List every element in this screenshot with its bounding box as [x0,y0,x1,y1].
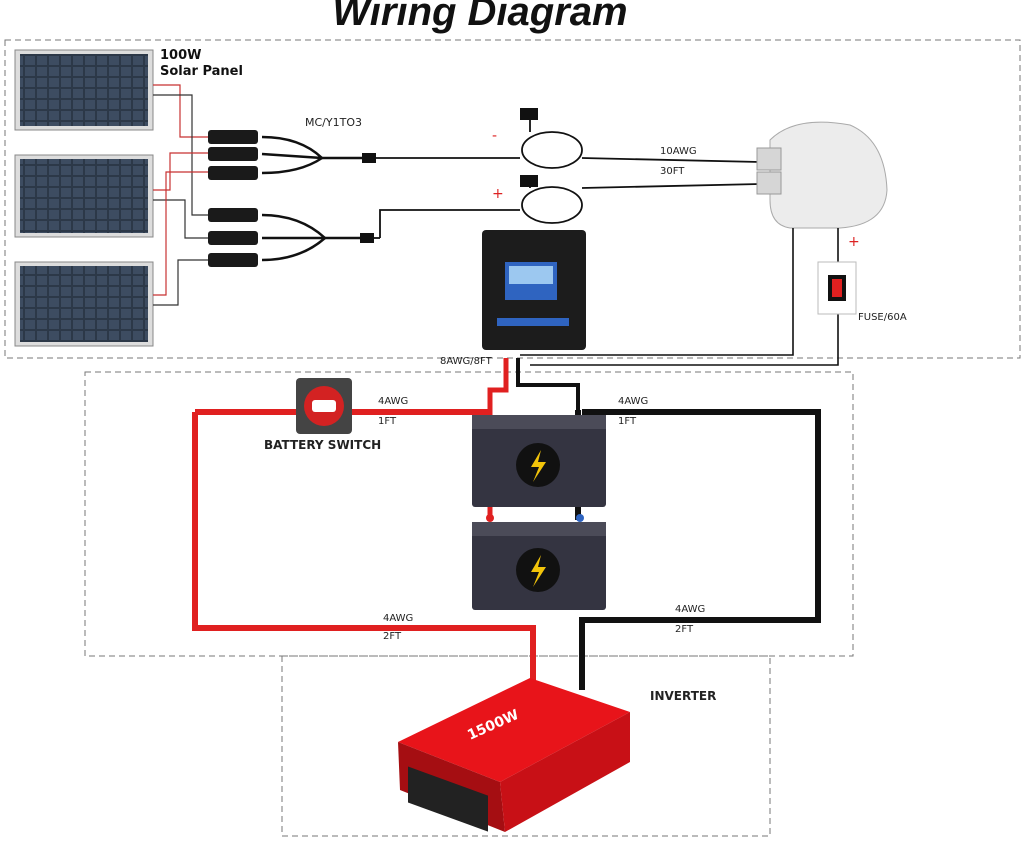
solar-panel-label: 100W Solar Panel [160,48,243,80]
inverter-section-border [281,655,771,837]
inverter-neg-gauge: 4AWG [675,604,706,615]
cable-entry-gland [756,121,888,229]
inverter-pos-gauge: 4AWG [383,613,414,624]
switch-cable-length: 1FT [378,416,397,427]
branch-plug-pos [360,233,374,243]
neg-link-gauge: 4AWG [618,396,649,407]
pv-cable-length: 30FT [660,166,685,177]
solar-panel-1 [14,49,154,131]
branch-connector-cables [261,135,362,262]
battery-pos-terminal [486,514,494,522]
inverter-label: INVERTER [650,689,717,703]
battery-bottom [472,522,606,610]
branch-connector-label: MC/Y1TO3 [305,116,362,129]
battery-switch-label: BATTERY SWITCH [264,438,382,452]
negative-sign: - [492,128,498,144]
solar-panel-name: Solar Panel [160,64,243,79]
fuse-positive-sign: + [848,234,860,250]
panel-leads [153,84,210,306]
solar-panel-wattage: 100W [160,48,202,63]
charge-controller [482,230,586,350]
pv-cables [374,118,761,239]
inverter [398,678,630,832]
solar-section-border [4,39,1021,359]
positive-sign: + [492,186,504,202]
pv-cable-gauge: 10AWG [660,146,697,157]
battery-neg-terminal [576,514,584,522]
battery-switch [296,378,352,434]
branch-plug-neg [362,153,376,163]
solar-panel-2 [14,154,154,238]
pv-cable-plug-neg [520,108,538,120]
battery-top [472,415,606,507]
neg-link-length: 1FT [618,416,637,427]
pv-cable-plug-pos [520,175,538,187]
mc4-connectors [208,130,258,267]
controller-cable-label: 8AWG/8FT [440,356,492,367]
page-title: Wiring Diagram [332,0,628,34]
fuse [817,261,857,315]
fuse-label: FUSE/60A [858,312,907,323]
switch-cable-gauge: 4AWG [378,396,409,407]
solar-panel-3 [14,261,154,347]
battery-section-border [84,371,854,657]
inverter-pos-length: 2FT [383,631,402,642]
inverter-neg-length: 2FT [675,624,694,635]
